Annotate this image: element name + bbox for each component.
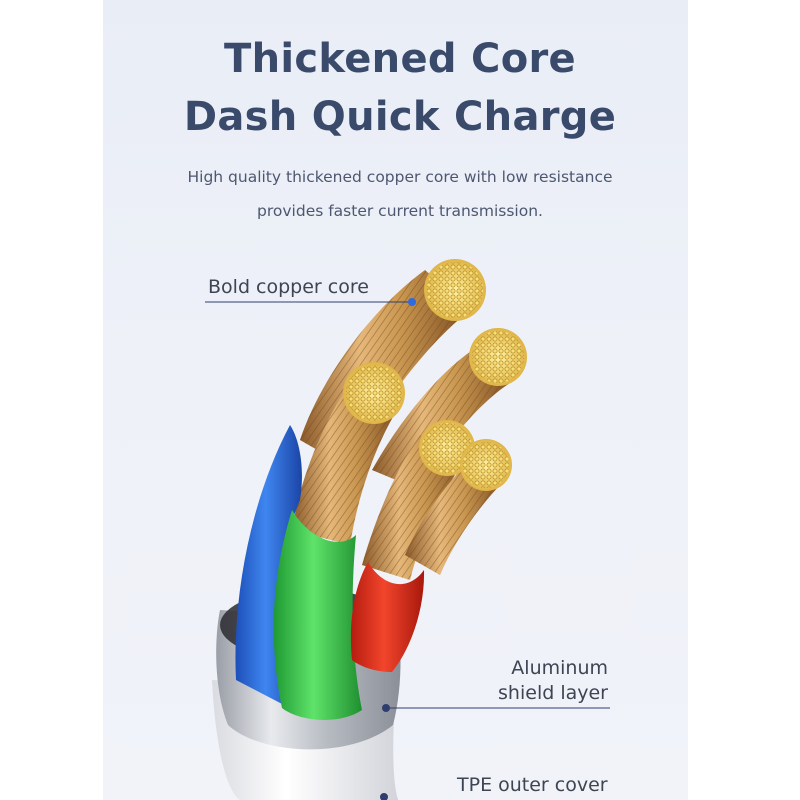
copper-strand-tips [343, 259, 527, 491]
blue-wire [235, 425, 302, 705]
headline-line-1: Thickened Core [224, 36, 576, 82]
callout-label-copper-core: Bold copper core [208, 276, 369, 298]
callout-label-shield-line-2: shield layer [498, 682, 608, 704]
copper-strands [292, 270, 515, 580]
callout-label-shield: Aluminum shield layer [498, 656, 608, 706]
headline: Thickened Core Dash Quick Charge [0, 30, 800, 146]
callout-label-outer-cover: TPE outer cover [457, 774, 608, 796]
callout-copper-core [205, 298, 416, 306]
callout-outer-cover [380, 793, 388, 800]
green-wire [273, 510, 362, 720]
headline-line-2: Dash Quick Charge [183, 94, 617, 140]
description: High quality thickened copper core with … [0, 160, 800, 228]
description-line-1: High quality thickened copper core with … [187, 168, 613, 186]
callout-shield-layer [382, 704, 610, 712]
description-line-2: provides faster current transmission. [257, 202, 543, 220]
callout-label-shield-line-1: Aluminum [511, 657, 608, 679]
red-wire [350, 562, 425, 672]
